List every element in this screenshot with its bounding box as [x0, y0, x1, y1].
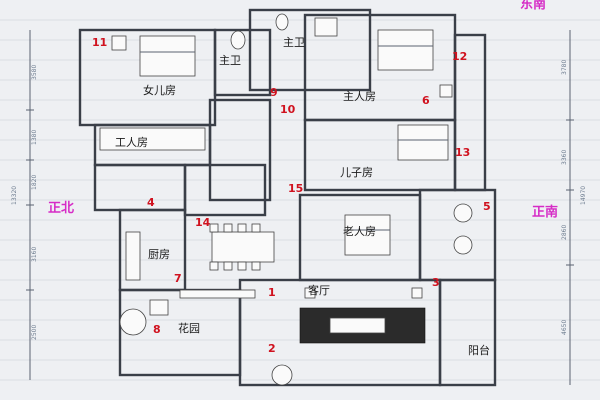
marker-5: 5	[483, 200, 491, 213]
room-label-kitchen: 厨房	[148, 248, 170, 261]
dim-left-2: 1380	[31, 130, 38, 145]
master-bed	[377, 29, 434, 71]
room-label-son: 儿子房	[340, 166, 373, 179]
daughter-nightstand	[111, 35, 127, 51]
left-dimension-line	[26, 30, 34, 380]
right-dimension-line	[566, 30, 574, 385]
coffee-table	[329, 317, 386, 334]
maid-bed	[99, 127, 206, 151]
walls	[78, 8, 497, 387]
room-label-daughter: 女儿房	[143, 83, 176, 97]
dim-left-4: 3160	[31, 247, 38, 262]
room-label-living: 客厅	[308, 283, 330, 297]
room-label-balcony: 阳台	[468, 343, 490, 357]
master-bath-right-wall	[248, 8, 372, 92]
room-label-maid: 工人房	[115, 136, 148, 149]
son-bed	[397, 124, 449, 161]
marker-10: 10	[280, 103, 296, 116]
marker-1: 1	[268, 286, 276, 299]
marker-4: 4	[147, 196, 155, 209]
daughter-bed	[139, 35, 196, 77]
balcony-wall	[438, 278, 497, 387]
dim-right-3: 2860	[561, 225, 568, 240]
dining-table	[211, 231, 275, 263]
marker-6: 6	[422, 94, 430, 107]
dim-right-2: 3360	[561, 150, 568, 165]
marker-9: 9	[270, 86, 278, 99]
toilet-upper	[275, 13, 289, 31]
marker-8: 8	[153, 323, 161, 336]
corridor-wall	[208, 98, 272, 202]
direction-south: 正南	[532, 204, 558, 220]
dim-left-5: 2500	[31, 325, 38, 340]
marker-7: 7	[174, 272, 182, 285]
room-label-elder: 老人房	[343, 225, 376, 238]
elder-bed	[344, 214, 391, 256]
garden-spiral-stair	[119, 308, 147, 336]
room-label-master-bath-right: 主卫	[283, 36, 305, 49]
dim-left-total: 13320	[11, 186, 18, 205]
room-label-master-bath-left: 主卫	[219, 54, 241, 67]
dim-left-3: 1820	[31, 175, 38, 190]
toilet-left	[230, 30, 246, 50]
kitchen-counter	[125, 231, 141, 281]
marker-14: 14	[195, 216, 211, 229]
sunroom-chair-1	[453, 203, 473, 223]
master-chair	[439, 84, 453, 98]
bathtub	[314, 17, 338, 37]
garden-planter	[149, 299, 169, 316]
dim-right-total: 14970	[580, 186, 587, 205]
marker-11: 11	[92, 36, 107, 49]
room-label-master-bed: 主人房	[343, 90, 376, 103]
furniture	[99, 13, 473, 386]
room-label-garden: 花园	[178, 322, 200, 335]
marker-12: 12	[452, 50, 467, 63]
son-room-wall	[303, 118, 457, 192]
plant-pot	[271, 364, 293, 386]
dim-left-1: 3580	[31, 65, 38, 80]
dim-right-1: 3780	[561, 60, 568, 75]
direction-north: 正北	[48, 201, 74, 216]
marker-3: 3	[432, 276, 440, 289]
laundry-wall	[183, 163, 267, 217]
sunroom-chair-2	[453, 235, 473, 255]
master-bath-left-wall	[213, 28, 272, 97]
marker-13: 13	[455, 146, 470, 159]
garden-bench	[179, 289, 256, 299]
dim-right-4: 4650	[561, 320, 568, 335]
marker-15: 15	[288, 182, 303, 195]
direction-southeast: 东南	[520, 0, 546, 12]
marker-2: 2	[268, 342, 276, 355]
